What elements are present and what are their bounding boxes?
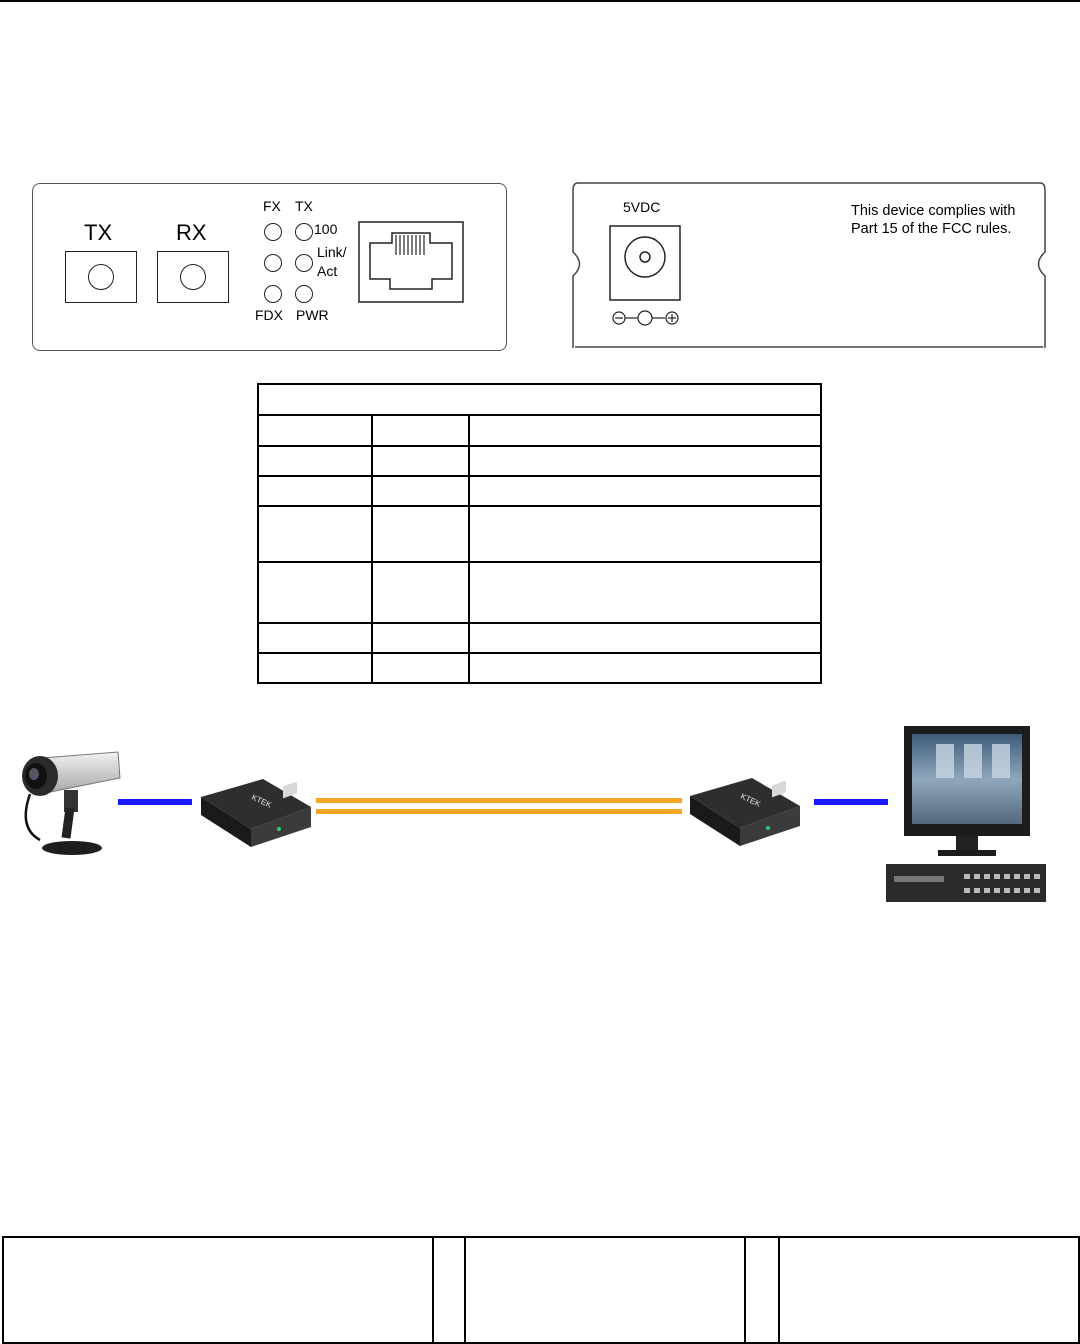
power-jack-label: 5VDC xyxy=(623,199,660,215)
table-row xyxy=(258,562,821,623)
fcc-notice-line2: Part 15 of the FCC rules. xyxy=(851,221,1011,237)
footer-divider xyxy=(744,1238,746,1342)
led-fdx-icon xyxy=(264,285,282,303)
polarity-symbol-icon xyxy=(605,309,685,327)
port-rx-label: RX xyxy=(176,220,207,246)
footer-box xyxy=(2,1236,1080,1344)
led-act-label: Act xyxy=(317,263,337,279)
table-cell xyxy=(258,562,372,623)
dc-power-jack-icon xyxy=(609,225,681,301)
table-cell xyxy=(469,506,821,562)
table-cell xyxy=(372,653,469,683)
table-cell xyxy=(258,446,372,476)
table-row xyxy=(258,476,821,506)
led-pwr-icon xyxy=(295,285,313,303)
led-fx-link-icon xyxy=(264,254,282,272)
table-cell xyxy=(469,415,821,446)
table-row xyxy=(258,623,821,653)
fiber-port-tx-hole xyxy=(88,264,114,290)
led-status-table xyxy=(257,383,822,684)
led-100-label: 100 xyxy=(314,221,337,237)
table-cell xyxy=(469,446,821,476)
table-title-row xyxy=(258,384,821,415)
table-cell xyxy=(372,562,469,623)
footer-divider xyxy=(464,1238,466,1342)
table-row xyxy=(258,653,821,683)
table-row xyxy=(258,506,821,562)
led-fdx-label: FDX xyxy=(255,307,283,323)
fiber-link-bottom xyxy=(316,809,682,814)
table-cell xyxy=(258,623,372,653)
media-converter-left-icon: KTEK xyxy=(199,777,313,849)
monitor-dvr-icon xyxy=(884,726,1048,904)
table-cell xyxy=(372,506,469,562)
fiber-port-tx xyxy=(65,251,137,303)
table-cell xyxy=(258,476,372,506)
fcc-notice-line1: This device complies with xyxy=(851,203,1015,219)
fiber-port-rx xyxy=(157,251,229,303)
table-cell xyxy=(258,415,372,446)
rj45-port-icon xyxy=(358,221,464,303)
ip-camera-icon xyxy=(14,748,126,860)
table-cell xyxy=(372,446,469,476)
led-fx-speed-icon xyxy=(264,223,282,241)
copper-link-left xyxy=(118,799,192,805)
copper-link-right xyxy=(814,799,888,805)
led-header-tx: TX xyxy=(295,198,313,214)
table-cell xyxy=(372,476,469,506)
front-panel: TX RX FX TX 100 Link/ Act FDX PWR xyxy=(32,183,507,351)
table-cell xyxy=(469,653,821,683)
table-cell xyxy=(258,653,372,683)
table-cell xyxy=(372,623,469,653)
led-header-fx: FX xyxy=(263,198,281,214)
table-cell xyxy=(469,476,821,506)
led-tx-100-icon xyxy=(295,223,313,241)
table-row xyxy=(258,415,821,446)
table-title-cell xyxy=(258,384,821,415)
table-cell xyxy=(469,623,821,653)
led-tx-link-icon xyxy=(295,254,313,272)
media-converter-right-icon: KTEK xyxy=(688,776,802,848)
table-cell xyxy=(258,506,372,562)
fiber-port-rx-hole xyxy=(180,264,206,290)
footer-divider xyxy=(778,1238,780,1342)
footer-divider xyxy=(432,1238,434,1342)
table-row xyxy=(258,446,821,476)
port-tx-label: TX xyxy=(84,220,112,246)
led-link-label: Link/ xyxy=(317,244,347,260)
table-cell xyxy=(469,562,821,623)
fiber-link-top xyxy=(316,798,682,803)
top-rule xyxy=(0,0,1080,2)
table-cell xyxy=(372,415,469,446)
led-pwr-label: PWR xyxy=(296,307,329,323)
